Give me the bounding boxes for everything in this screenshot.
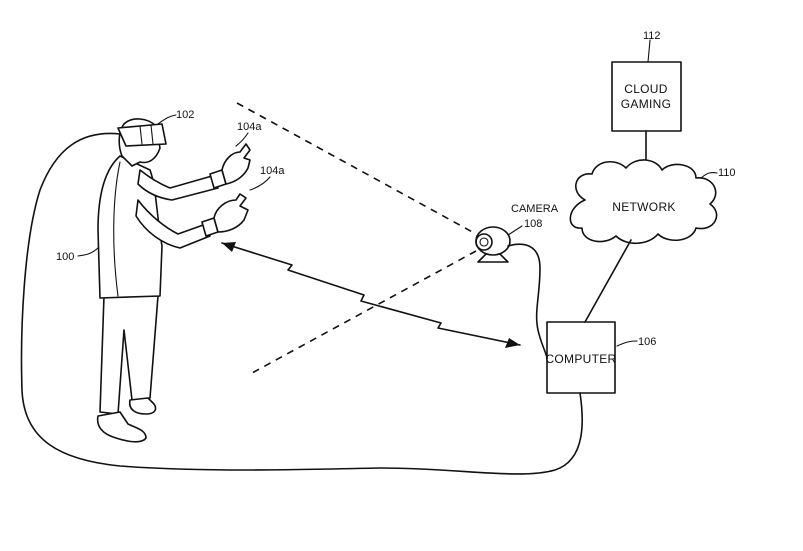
computer-label: COMPUTER [545,352,616,366]
user-hand-upper [222,144,250,184]
hmd-ref: 102 [176,109,194,121]
wireless-arrow-right-icon [505,338,520,348]
computer-leader [617,341,637,346]
user-legs [100,296,158,414]
user-figure [98,119,250,442]
network-block: NETWORK 110 [570,160,735,243]
hand-lower-leader [250,177,270,190]
hand-lower-ref: 104a [260,165,285,177]
camera-fov-lower [252,251,476,373]
camera-computer-cable [508,244,547,358]
user-shoe-back [130,398,156,414]
user-hand-lower [214,194,248,232]
network-computer-link [585,240,631,322]
cloud-gaming-label-line1: CLOUD [624,82,668,96]
cloud-gaming-label-line2: GAMING [621,97,671,111]
hand-upper-ref: 104a [237,121,262,133]
wireless-link [222,242,520,348]
cloud-gaming-ref: 112 [643,30,661,42]
network-ref: 110 [718,167,736,179]
wireless-zigzag [222,243,520,345]
cloud-gaming-leader [648,40,650,62]
wireless-arrow-left-icon [222,242,236,252]
cloud-gaming-block: CLOUD GAMING 112 [612,30,681,131]
hmd-leader [158,115,176,124]
user-leader [78,247,99,256]
camera-ref: 108 [524,218,542,230]
user-ref: 100 [56,251,74,263]
camera-body [476,227,510,255]
camera-block: CAMERA 108 [476,203,559,262]
user-shoe-front [98,412,146,442]
network-leader [701,173,717,178]
computer-block: COMPUTER 106 [545,322,656,393]
network-label: NETWORK [612,200,675,214]
computer-ref: 106 [638,336,656,348]
camera-label: CAMERA [511,203,559,215]
